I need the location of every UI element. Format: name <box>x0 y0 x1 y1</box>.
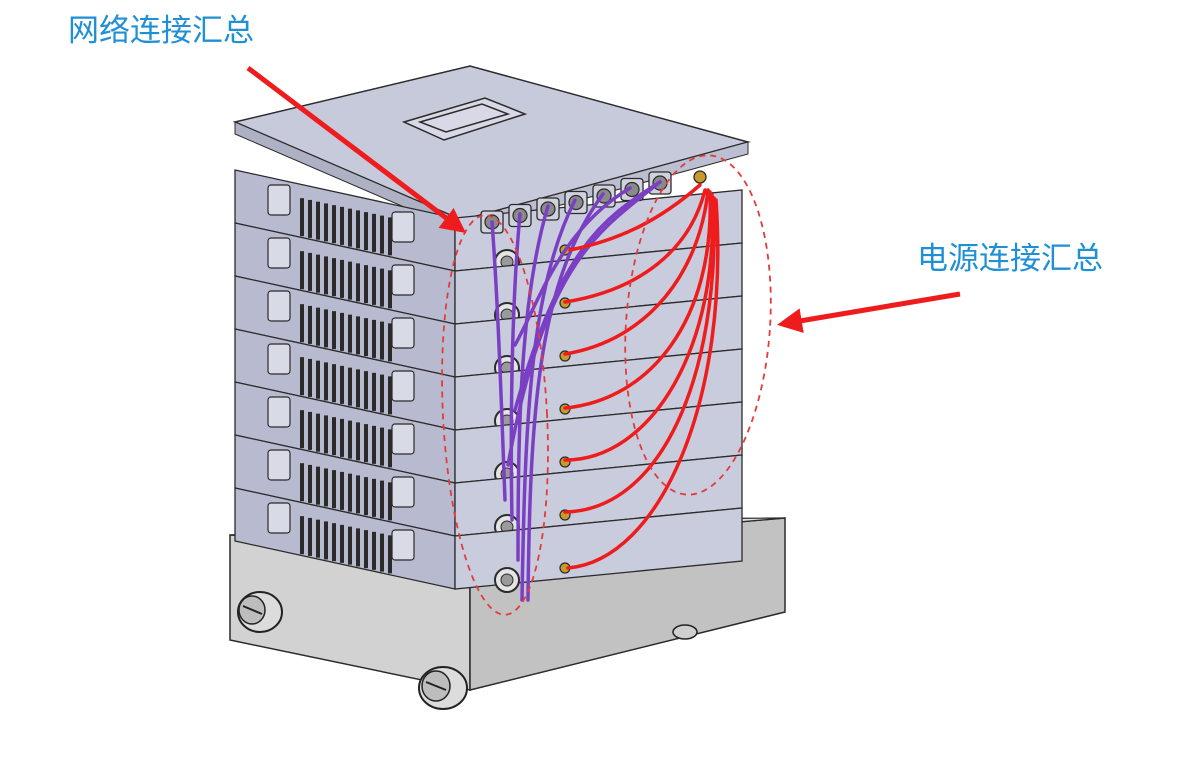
network-cable-bundle <box>490 180 662 602</box>
power-callout-arrow <box>777 291 961 334</box>
latch-left-icon <box>267 449 291 481</box>
latch-left-icon <box>267 502 291 534</box>
latch-left-icon <box>267 343 291 375</box>
vent-grille <box>300 198 392 256</box>
latch-right-icon <box>391 529 415 561</box>
latch-left-icon <box>267 396 291 428</box>
vent-grille <box>300 463 392 521</box>
vent-grille <box>300 251 392 309</box>
latch-right-icon <box>391 264 415 296</box>
power-region-outline <box>624 154 772 496</box>
latch-left-icon <box>267 237 291 269</box>
power-cable-bundle <box>563 183 720 570</box>
battery-module <box>234 434 743 540</box>
latch-right-icon <box>391 476 415 508</box>
vent-grille <box>300 357 392 415</box>
network-callout-arrow <box>246 66 466 234</box>
latch-right-icon <box>391 317 415 349</box>
latch-right-icon <box>391 423 415 455</box>
network-summary-label: 网络连接汇总 <box>68 13 254 49</box>
top-power-terminal-icon <box>693 170 707 184</box>
vent-grille <box>300 304 392 362</box>
latch-right-icon <box>391 211 415 243</box>
battery-module <box>234 275 743 381</box>
latch-left-icon <box>267 290 291 322</box>
power-summary-label: 电源连接汇总 <box>917 241 1103 277</box>
lid-handle <box>401 97 528 141</box>
vent-grille <box>300 410 392 468</box>
latch-left-icon <box>267 184 291 216</box>
latch-right-icon <box>391 370 415 402</box>
cart-wheel <box>672 624 698 640</box>
cart-wheel <box>418 666 468 710</box>
vent-grille <box>300 516 392 574</box>
network-region-outline <box>441 214 549 616</box>
cart-wheel <box>237 591 283 633</box>
